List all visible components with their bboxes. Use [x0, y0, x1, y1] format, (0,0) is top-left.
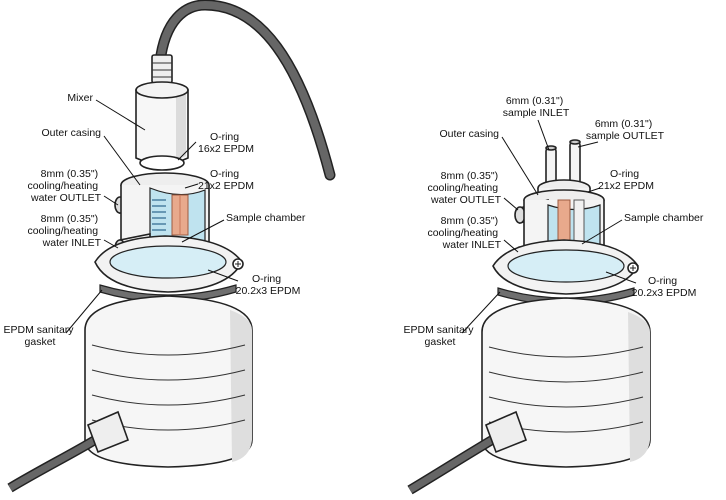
left-labels: Mixer Outer casing O-ring 16x2 EPDM O-ri…: [4, 92, 306, 348]
label-sample-chamber: Sample chamber: [226, 212, 306, 224]
label-sample-outlet: 6mm (0.31") sample OUTLET: [586, 118, 665, 142]
right-leaders: [461, 119, 637, 334]
label-right-sanitary-gasket: EPDM sanitary gasket: [404, 324, 477, 348]
label-right-oring-21x2: O-ring 21x2 EPDM: [598, 168, 654, 192]
left-leaders: [65, 99, 239, 334]
label-water-inlet: 8mm (0.35") cooling/heating water INLET: [27, 213, 101, 249]
label-oring-21x2: O-ring 21x2 EPDM: [198, 168, 254, 192]
label-sample-inlet: 6mm (0.31") sample INLET: [503, 95, 570, 119]
label-mixer: Mixer: [67, 92, 93, 104]
label-right-outer-casing: Outer casing: [439, 128, 499, 140]
label-right-sample-chamber: Sample chamber: [624, 212, 704, 224]
label-right-oring-20x3: O-ring 20.2x3 EPDM: [632, 275, 697, 299]
right-housing-cable-gland: [407, 410, 528, 495]
label-outer-casing: Outer casing: [41, 127, 101, 139]
label-water-outlet: 8mm (0.35") cooling/heating water OUTLET: [27, 168, 101, 204]
label-right-water-outlet: 8mm (0.35") cooling/heating water OUTLET: [427, 170, 501, 206]
left-assembly: [7, 0, 336, 493]
right-assembly: [407, 139, 651, 495]
label-sanitary-gasket: EPDM sanitary gasket: [4, 324, 77, 348]
label-right-water-inlet: 8mm (0.35") cooling/heating water INLET: [427, 215, 501, 251]
label-oring-20x3: O-ring 20.2x3 EPDM: [236, 273, 301, 297]
label-oring-16x2: O-ring 16x2 EPDM: [198, 131, 254, 155]
right-labels: 6mm (0.31") sample INLET 6mm (0.31") sam…: [404, 95, 704, 348]
mixer-connector: [151, 54, 173, 84]
housing-cable-gland: [7, 410, 130, 493]
cooling-coil: [152, 199, 166, 231]
